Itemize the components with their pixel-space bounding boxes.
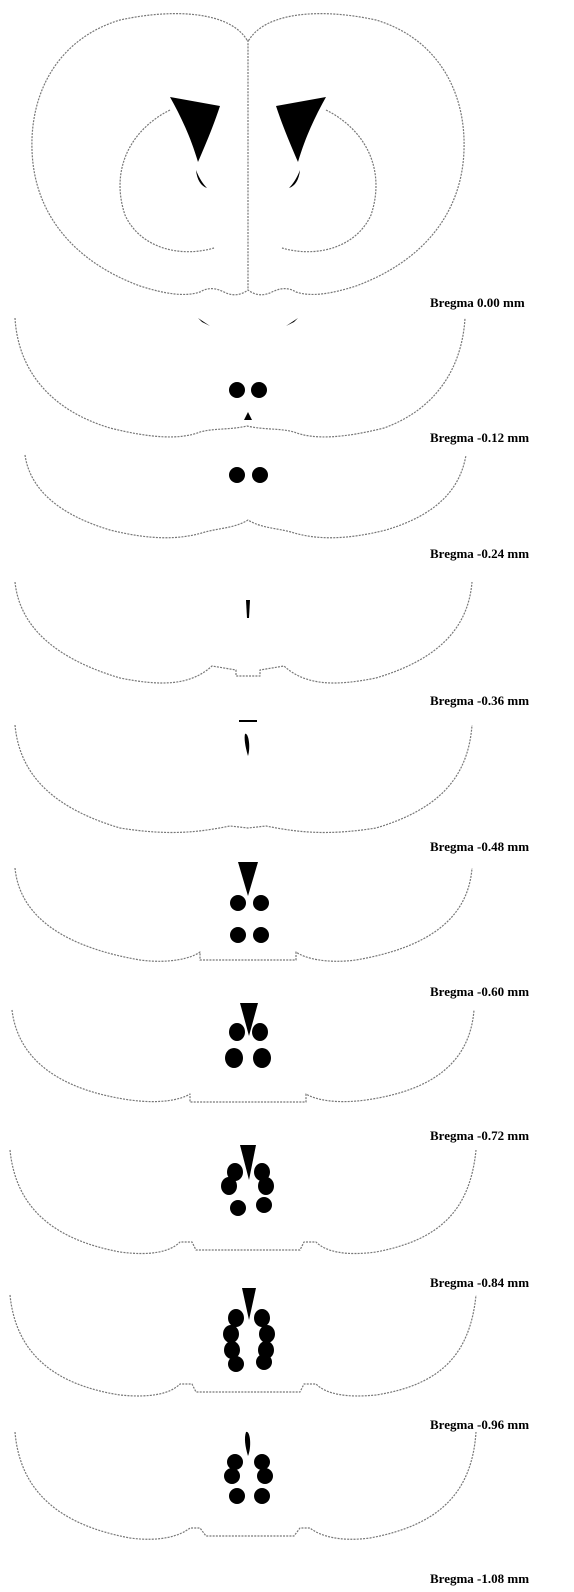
marker-dot <box>223 1325 239 1343</box>
section-bregma-0-00: Bregma 0.00 mm <box>32 14 525 310</box>
marker-dot <box>225 1048 243 1068</box>
section-outline <box>15 725 472 832</box>
section-label: Bregma -0.24 mm <box>430 546 529 561</box>
marker-dot <box>257 1468 273 1484</box>
section-label: Bregma -0.96 mm <box>430 1417 529 1432</box>
midline-bar <box>239 720 257 722</box>
section-bregma-neg-0-72: Bregma -0.72 mm <box>12 1003 529 1143</box>
section-outline <box>15 1432 476 1539</box>
marker-dot <box>230 895 246 911</box>
section-outline <box>10 1295 476 1396</box>
section-outline <box>12 1010 474 1102</box>
section-bregma-neg-1-08: Bregma -1.08 mm <box>15 1432 529 1586</box>
marker-dot <box>227 1454 243 1470</box>
marker-dot <box>228 1309 244 1327</box>
marker-dot <box>229 467 245 483</box>
section-label: Bregma -0.84 mm <box>430 1275 529 1290</box>
marker-dot <box>224 1468 240 1484</box>
section-bregma-neg-0-36: Bregma -0.36 mm <box>15 582 529 708</box>
marker-dot <box>254 1309 270 1327</box>
section-label: Bregma -1.08 mm <box>430 1571 529 1586</box>
third-ventricle <box>238 862 258 896</box>
lateral-ventricle-left <box>170 97 220 162</box>
ventricle-fragment-left <box>198 318 210 326</box>
marker-dot <box>253 927 269 943</box>
section-bregma-neg-0-84: Bregma -0.84 mm <box>10 1145 529 1290</box>
section-label: Bregma -0.48 mm <box>430 839 529 854</box>
section-outline <box>25 455 466 538</box>
section-bregma-neg-0-12: Bregma -0.12 mm <box>15 318 529 445</box>
section-label: Bregma -0.60 mm <box>430 984 529 999</box>
marker-dot <box>254 1488 270 1504</box>
lateral-ventricle-right <box>276 97 326 162</box>
ventricle-tail-right <box>289 170 300 188</box>
ventricle-fragment-right <box>286 318 298 326</box>
section-label: Bregma -0.36 mm <box>430 693 529 708</box>
third-ventricle <box>244 412 252 420</box>
marker-dot <box>256 1197 272 1213</box>
section-outline <box>15 868 472 961</box>
marker-dot <box>259 1325 275 1343</box>
section-bregma-neg-0-96: Bregma -0.96 mm <box>10 1288 529 1432</box>
marker-dot <box>254 1454 270 1470</box>
midline-slit <box>245 734 250 756</box>
midline-slit <box>245 1432 250 1456</box>
marker-dot <box>252 467 268 483</box>
marker-dot <box>256 1354 272 1370</box>
section-label: Bregma 0.00 mm <box>430 295 525 310</box>
midline-slit <box>246 600 250 618</box>
marker-dot <box>230 1200 246 1216</box>
section-outline <box>15 318 465 437</box>
marker-dot <box>253 1048 271 1068</box>
marker-dot <box>230 927 246 943</box>
ventricle-tail-left <box>196 170 207 188</box>
section-outline <box>15 582 472 683</box>
section-bregma-neg-0-24: Bregma -0.24 mm <box>25 455 529 561</box>
marker-dot <box>229 1023 245 1041</box>
marker-dot <box>252 1023 268 1041</box>
marker-dot <box>251 382 267 398</box>
third-ventricle <box>242 1288 256 1320</box>
section-label: Bregma -0.72 mm <box>430 1128 529 1143</box>
marker-dot <box>228 1356 244 1372</box>
marker-dot <box>221 1177 237 1195</box>
marker-dot <box>229 382 245 398</box>
marker-dot <box>258 1177 274 1195</box>
section-bregma-neg-0-60: Bregma -0.60 mm <box>15 862 529 999</box>
marker-dot <box>229 1488 245 1504</box>
section-bregma-neg-0-48: Bregma -0.48 mm <box>15 720 529 854</box>
section-label: Bregma -0.12 mm <box>430 430 529 445</box>
marker-dot <box>253 895 269 911</box>
